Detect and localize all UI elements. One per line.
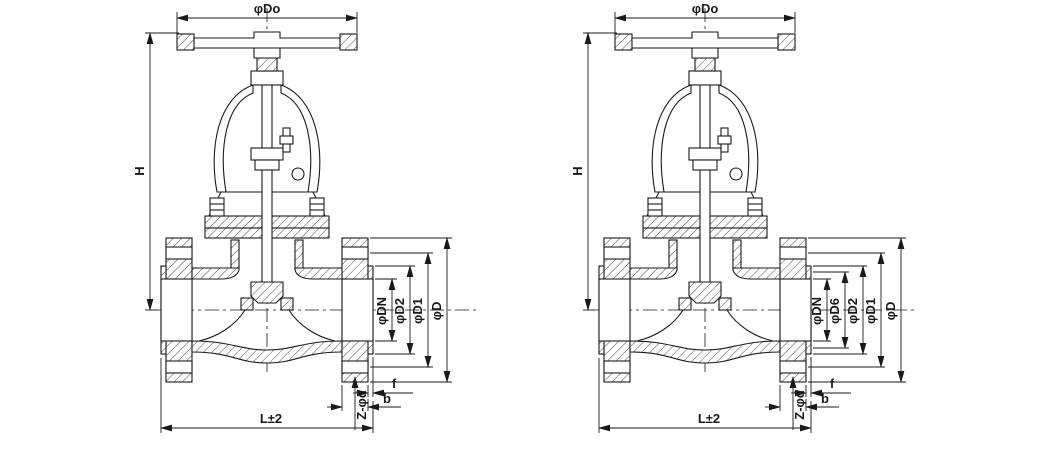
dim-d1-right: φD1	[808, 252, 885, 368]
valve-right: φDo H φDN φD6	[570, 1, 918, 433]
dim-dn-left-label: φDN	[374, 297, 389, 325]
dim-d1-left: φD1	[370, 252, 433, 368]
dim-dn-right-label: φDN	[809, 297, 824, 325]
dim-b-left-label: b	[383, 391, 391, 406]
dim-b-left: b	[327, 385, 401, 411]
dim-b-right-label: b	[821, 391, 829, 406]
dim-do-left-label: φDo	[254, 1, 281, 16]
valve-left: φDo H φDN φD2	[132, 1, 480, 433]
dim-zd-right-label: Z-φd	[792, 390, 807, 420]
valve-right-dimensions: φDo H φDN φD6	[570, 1, 906, 433]
dim-dn-left: φDN	[374, 278, 397, 342]
dim-h-right-label: H	[570, 166, 585, 175]
dim-d-left-label: φD	[429, 302, 444, 321]
dim-do-right-label: φDo	[692, 1, 719, 16]
dim-b-right: b	[765, 385, 839, 411]
dim-d2-left-label: φD2	[392, 298, 407, 324]
globe-valve-drawing-left	[154, 7, 480, 383]
dim-h-left: H	[132, 32, 179, 311]
dim-l-left: L±2	[160, 358, 374, 433]
dim-d6-right-label: φD6	[827, 298, 842, 324]
dim-f-right-label: f	[830, 376, 835, 391]
dim-do-right: φDo	[614, 1, 796, 33]
globe-valve-drawing-right	[592, 7, 918, 383]
dim-do-left: φDo	[176, 1, 358, 33]
dim-d-right: φD	[808, 237, 906, 383]
dim-l-left-label: L±2	[260, 411, 282, 426]
dim-d2-right-label: φD2	[845, 298, 860, 324]
dim-d-right-label: φD	[883, 302, 898, 321]
dim-l-right: L±2	[598, 358, 812, 433]
dim-f-left-label: f	[392, 376, 397, 391]
dim-dn-right: φDN	[809, 278, 831, 342]
dim-d1-left-label: φD1	[410, 298, 425, 324]
valve-left-dimensions: φDo H φDN φD2	[132, 1, 452, 433]
dim-d6-right: φD6	[813, 271, 849, 349]
dim-h-right: H	[570, 32, 617, 311]
dim-d2-right: φD2	[813, 265, 867, 355]
dim-f-left: f	[353, 357, 413, 397]
dim-h-left-label: H	[132, 166, 147, 175]
dim-zd-right: Z-φd	[789, 376, 807, 430]
dim-d-left: φD	[370, 237, 452, 383]
dim-f-right: f	[791, 357, 851, 397]
dim-d2-left: φD2	[375, 265, 415, 355]
dim-d1-right-label: φD1	[863, 298, 878, 324]
dim-zd-left: Z-φd	[351, 376, 369, 430]
dim-zd-left-label: Z-φd	[354, 390, 369, 420]
dim-l-right-label: L±2	[698, 411, 720, 426]
